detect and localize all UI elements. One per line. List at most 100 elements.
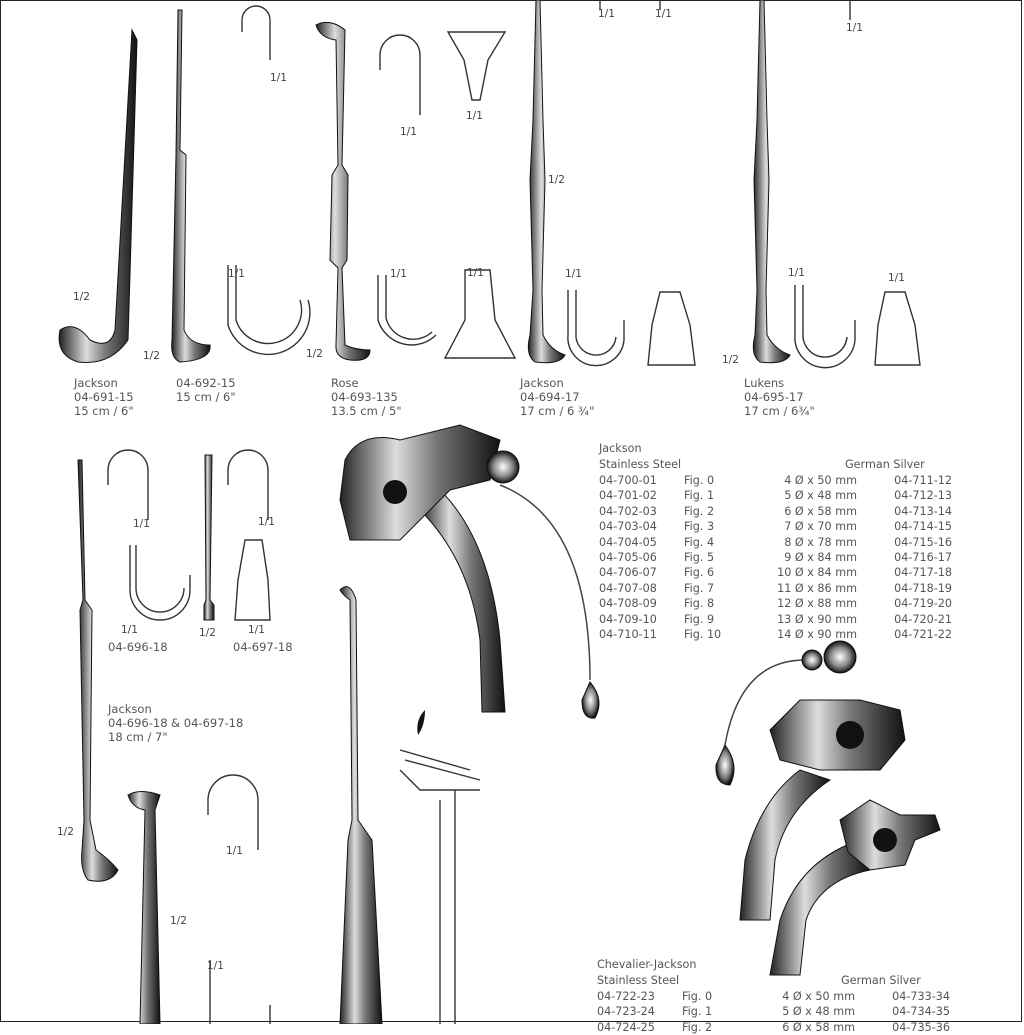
tube-size: 6 Ø x 58 mm xyxy=(784,504,857,518)
figure-number: Fig. 3 xyxy=(684,520,715,534)
scale-label: 1/1 xyxy=(846,22,863,34)
german-silver-code: 04-711-12 xyxy=(894,474,952,487)
hook-detail xyxy=(227,449,269,520)
german-silver-code: 04-719-20 xyxy=(894,597,952,611)
figure-number: Fig. 6 xyxy=(684,566,715,580)
item-code: 04-700-01 xyxy=(599,474,657,487)
blade-tip xyxy=(417,710,425,735)
item-code: 04-723-24 xyxy=(597,1005,655,1019)
retractor-jackson-04-697-18 xyxy=(203,454,215,621)
table-row: 04-703-04 Fig. 3 7 Ø x 70 mm 04-714-15 xyxy=(599,519,952,534)
obturator-knob xyxy=(486,450,520,484)
table-row: 04-709-10 Fig. 9 13 Ø x 90 mm 04-720-21 xyxy=(599,612,952,627)
german-silver-code: 04-718-19 xyxy=(894,581,952,595)
obturator-knob xyxy=(801,649,823,671)
tube-size: 14 Ø x 90 mm xyxy=(777,627,857,641)
angled-probe xyxy=(399,749,481,1024)
retractor-jackson-04-694-17 xyxy=(527,0,566,364)
header-german-silver: German Silver xyxy=(841,974,921,987)
scale-label: 1/1 xyxy=(888,272,905,284)
retractor-lukens-04-695-17 xyxy=(752,0,791,364)
hook-detail xyxy=(207,774,259,850)
retractor-jackson-04-691-15 xyxy=(58,28,138,364)
figure-number: Fig. 7 xyxy=(684,581,715,595)
scale-label: 1/2 xyxy=(548,174,565,186)
figure-number: Fig. 2 xyxy=(684,504,715,518)
tube-size: 4 Ø x 50 mm xyxy=(782,990,855,1003)
german-silver-code: 04-734-35 xyxy=(892,1005,950,1019)
figure-number: Fig. 1 xyxy=(684,489,715,503)
blade-detail xyxy=(446,31,507,101)
item-code: 04-709-10 xyxy=(599,612,657,626)
scale-label: 1/1 xyxy=(270,72,287,84)
tube-chevalier-jackson-b xyxy=(769,839,871,976)
product-code: 04-697-18 xyxy=(233,640,293,654)
scale-label: 1/2 xyxy=(306,348,323,360)
scale-label: 1/1 xyxy=(400,126,417,138)
blade-detail xyxy=(874,291,921,366)
figure-number: Fig. 9 xyxy=(684,612,715,626)
scale-label: 1/1 xyxy=(598,8,615,20)
header-stainless: Stainless Steel xyxy=(599,458,682,471)
scale-label: 1/2 xyxy=(143,350,160,362)
tracheostomy-tube-jackson xyxy=(419,489,506,713)
scale-label: 1/2 xyxy=(722,354,739,366)
item-code: 04-702-03 xyxy=(599,504,657,518)
figure-number: Fig. 5 xyxy=(684,550,715,564)
item-code: 04-703-04 xyxy=(599,520,657,534)
german-silver-code: 04-715-16 xyxy=(894,535,952,549)
hook-detail xyxy=(107,449,149,520)
blade-detail xyxy=(443,269,517,359)
german-silver-code: 04-714-15 xyxy=(894,520,952,534)
item-code: 04-704-05 xyxy=(599,535,657,549)
obturator-tip xyxy=(715,744,735,786)
scale-label: 1/1 xyxy=(565,268,582,280)
hook-probe xyxy=(339,586,383,1024)
scale-label: 1/1 xyxy=(655,8,672,20)
flange-hole xyxy=(873,828,897,852)
hook-detail xyxy=(209,960,271,1024)
scale-label: 1/1 xyxy=(258,516,275,528)
scale-label: 1/1 xyxy=(226,845,243,857)
flange-hole xyxy=(836,721,864,749)
item-code: 04-722-23 xyxy=(597,990,655,1003)
hook-detail xyxy=(241,5,271,60)
tube-size: 10 Ø x 84 mm xyxy=(777,566,857,580)
scale-label: 1/1 xyxy=(390,268,407,280)
scale-label: 1/2 xyxy=(73,291,90,303)
tube-size: 4 Ø x 50 mm xyxy=(784,474,857,487)
tube-size: 5 Ø x 48 mm xyxy=(784,489,857,503)
tube-size: 13 Ø x 90 mm xyxy=(777,612,857,626)
tube-size: 8 Ø x 78 mm xyxy=(784,535,857,549)
scale-label: 1/1 xyxy=(788,267,805,279)
german-silver-code: 04-735-36 xyxy=(892,1020,950,1034)
obturator-wire xyxy=(724,659,806,746)
tube-size: 11 Ø x 86 mm xyxy=(777,581,857,595)
obturator-wire xyxy=(499,484,591,681)
scale-label: 1/2 xyxy=(170,915,187,927)
obturator-tip xyxy=(581,681,600,719)
scale-label: 1/1 xyxy=(467,267,484,279)
scale-label: 1/1 xyxy=(228,268,245,280)
item-code: 04-710-11 xyxy=(599,627,657,641)
retractor-04-692-15 xyxy=(171,9,211,363)
tube-size: 7 Ø x 70 mm xyxy=(784,520,857,534)
flange-hole xyxy=(383,480,407,504)
german-silver-code: 04-717-18 xyxy=(894,566,952,580)
scale-label: 1/1 xyxy=(248,624,265,636)
item-code: 04-705-06 xyxy=(599,550,657,564)
german-silver-code: 04-720-21 xyxy=(894,612,952,626)
